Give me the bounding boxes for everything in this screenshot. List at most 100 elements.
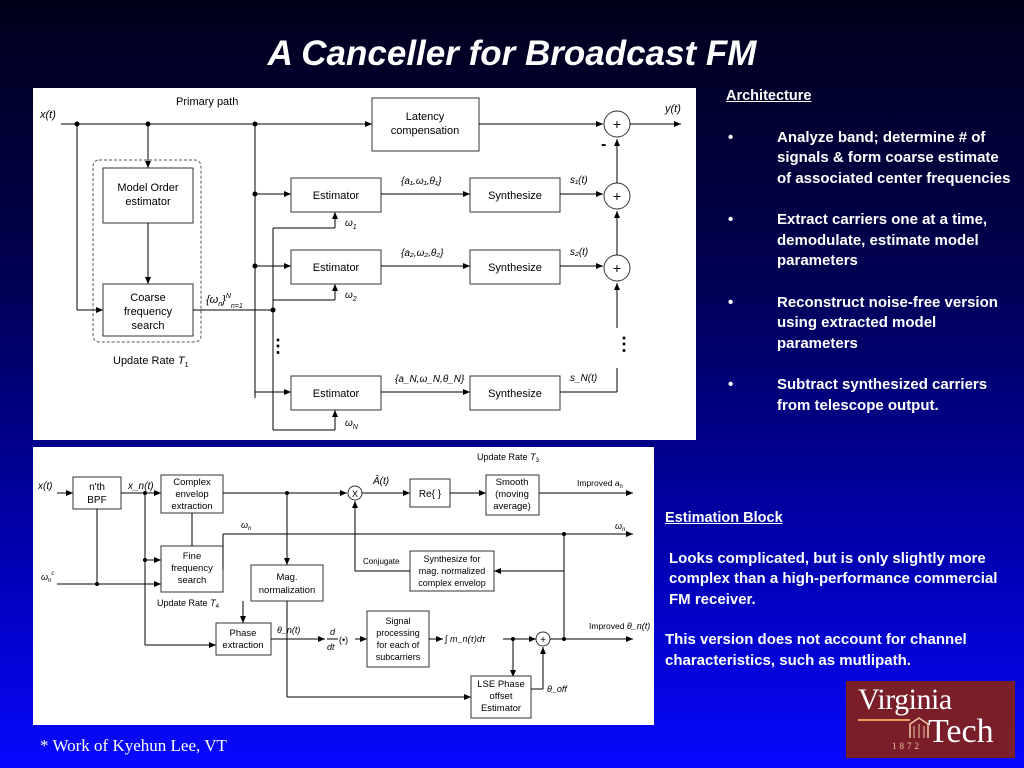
real-part-block	[409, 478, 451, 508]
svg-text:Synthesize for: Synthesize for	[423, 554, 480, 564]
coarse-frequency-search-block	[102, 283, 194, 337]
svg-text:extraction: extraction	[171, 501, 212, 512]
synthesize-block-2	[469, 249, 561, 285]
svg-text:Latency: Latency	[406, 111, 445, 123]
svg-text:n'th: n'th	[89, 482, 105, 493]
svg-text:Estimator: Estimator	[313, 190, 360, 202]
svg-text:estimator: estimator	[125, 196, 171, 208]
architecture-heading: Architecture	[726, 88, 812, 104]
nth-bpf-block	[72, 476, 122, 510]
estimator-row-2: Estimator {a₂,ω₂,θ₂} Synthesize s₂(t) ω2…	[290, 247, 631, 303]
svg-text:θ_n(t): θ_n(t)	[277, 625, 300, 635]
svg-text:ωN: ωN	[345, 418, 359, 431]
architecture-bullet: • Analyze band; determine # of signals &…	[728, 128, 1011, 187]
svg-text:Model Order: Model Order	[117, 182, 178, 194]
svg-text:Coarse: Coarse	[130, 292, 165, 304]
model-order-estimator-block	[102, 167, 194, 224]
svg-text:frequency: frequency	[171, 563, 213, 574]
svg-text:Estimator: Estimator	[313, 388, 360, 400]
svg-text:mag. normalized: mag. normalized	[419, 566, 486, 576]
svg-text:Synthesize: Synthesize	[488, 388, 542, 400]
svg-text:Â(t): Â(t)	[372, 474, 389, 487]
estimation-paragraph-2: This version does not account for channe…	[665, 631, 967, 669]
svg-text:(moving: (moving	[495, 489, 529, 500]
svg-text:complex envelop: complex envelop	[418, 578, 486, 588]
svg-text:frequency: frequency	[124, 306, 173, 318]
architecture-panel: Architecture • Analyze band; determine #…	[726, 86, 1016, 416]
svg-text:Smooth: Smooth	[496, 477, 529, 488]
svg-text:ωnc: ωnc	[41, 571, 54, 584]
svg-text:Synthesize: Synthesize	[488, 262, 542, 274]
svg-text:Conjugate: Conjugate	[363, 557, 400, 566]
svg-text:ωn: ωn	[241, 520, 252, 532]
svg-text:Estimator: Estimator	[313, 262, 360, 274]
svg-text:envelop: envelop	[175, 489, 208, 500]
coarse-estimates-label: {ωn}Nn=1	[206, 293, 243, 310]
svg-text:d: d	[330, 627, 336, 637]
estimator-row-1: Estimator {a₁,ω₁,θ₁} Synthesize s₁(t) ω1…	[290, 175, 631, 231]
svg-text:+: +	[613, 116, 621, 132]
svg-text:Complex: Complex	[173, 477, 211, 488]
slide-title: A Canceller for Broadcast FM	[267, 34, 757, 73]
estimation-paragraph-1: Looks complicated, but is only slightly …	[669, 549, 998, 608]
svg-text:Synthesize: Synthesize	[488, 190, 542, 202]
update-rate-t1-label: Update Rate T1	[113, 355, 189, 369]
svg-text:Estimator: Estimator	[481, 703, 521, 714]
building-icon	[909, 717, 929, 738]
synthesize-block-1	[469, 177, 561, 213]
svg-text:Mag.: Mag.	[276, 572, 297, 583]
architecture-bullet: • Extract carriers one at a time, demodu…	[728, 211, 988, 269]
svg-text:s₁(t): s₁(t)	[570, 175, 588, 186]
minus-sign: -	[601, 136, 606, 153]
mag-normalization-block	[250, 564, 324, 602]
svg-text:Signal: Signal	[385, 616, 410, 626]
canceller-architecture-diagram: Primary path x(t) Latency compensation +…	[33, 88, 696, 440]
smooth-moving-average-block	[485, 474, 540, 516]
svg-text:BPF: BPF	[87, 495, 106, 506]
architecture-bullet: • Reconstruct noise-free version using e…	[728, 293, 998, 352]
svg-text:x(t): x(t)	[37, 481, 52, 492]
update-rate-t4-label: Update Rate T4	[157, 598, 220, 610]
svg-text:X: X	[352, 489, 358, 499]
estimator-block-n	[290, 375, 382, 411]
svg-text:Fine: Fine	[183, 551, 201, 562]
svg-text:+: +	[613, 188, 621, 204]
svg-text:∫ m_n(τ)dτ: ∫ m_n(τ)dτ	[444, 634, 486, 644]
update-rate-t3-label: Update Rate T3	[477, 452, 540, 464]
primary-path-label: Primary path	[176, 96, 238, 108]
svg-text:normalization: normalization	[259, 585, 316, 596]
svg-text:compensation: compensation	[391, 125, 460, 137]
svg-text:processing: processing	[376, 628, 420, 638]
synthesize-block-n	[469, 375, 561, 411]
svg-text:offset: offset	[489, 691, 512, 702]
estimation-panel: Estimation Block Looks complicated, but …	[665, 508, 1005, 671]
lse-phase-offset-estimator-block	[470, 675, 532, 719]
estimation-heading: Estimation Block	[665, 510, 783, 526]
svg-text:Phase: Phase	[230, 628, 257, 639]
svg-text:{a₁,ω₁,θ₁}: {a₁,ω₁,θ₁}	[401, 176, 442, 187]
output-signal-label: y(t)	[664, 103, 681, 115]
svg-text:⋮: ⋮	[269, 336, 287, 356]
improved-theta-label: Improved θ_n(t)	[589, 621, 650, 631]
svg-text:search: search	[178, 575, 207, 586]
svg-text:+: +	[540, 635, 546, 646]
svg-text:average): average)	[493, 501, 531, 512]
svg-text:+: +	[613, 260, 621, 276]
svg-text:{a₂,ω₂,θ₂}: {a₂,ω₂,θ₂}	[401, 248, 444, 259]
svg-text:extraction: extraction	[222, 640, 263, 651]
estimator-block-2	[290, 249, 382, 285]
svg-text:subcarriers: subcarriers	[376, 652, 421, 662]
input-signal-label: x(t)	[39, 109, 56, 121]
svg-text:dt: dt	[327, 642, 335, 652]
estimator-block-1	[290, 177, 382, 213]
architecture-bullet: • Subtract synthesized carriers from tel…	[728, 376, 988, 414]
svg-text:LSE Phase: LSE Phase	[477, 679, 525, 690]
estimation-block-diagram: x(t) n'th BPF x_n(t) Complex envelop ext…	[33, 447, 654, 725]
virginia-tech-logo: Virginia Tech 1872	[846, 681, 1015, 758]
svg-text:s_N(t): s_N(t)	[570, 373, 597, 384]
improved-a-label: Improved an	[577, 478, 623, 490]
svg-text:for each of: for each of	[377, 640, 420, 650]
svg-text:ω1: ω1	[345, 218, 357, 231]
svg-text:(•): (•)	[339, 635, 348, 645]
svg-text:search: search	[131, 320, 164, 332]
